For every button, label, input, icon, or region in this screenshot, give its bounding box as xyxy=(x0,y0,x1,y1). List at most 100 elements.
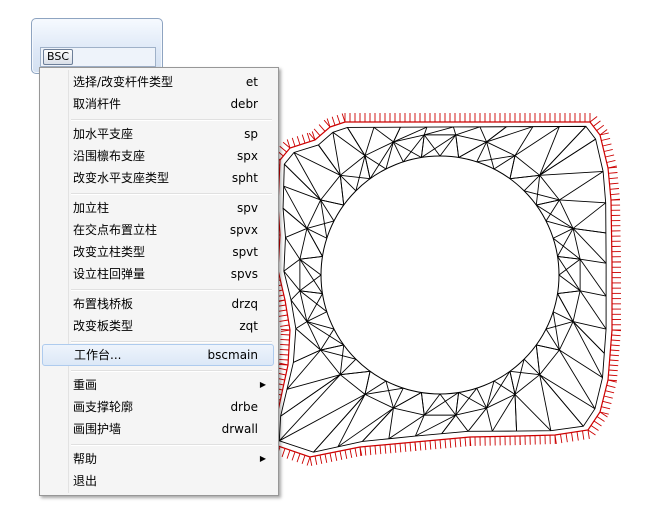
mesh-member xyxy=(545,220,574,229)
mesh-member xyxy=(545,199,560,222)
mesh-member xyxy=(572,228,607,264)
mesh-member xyxy=(476,387,487,409)
submenu-arrow-icon: ▶ xyxy=(259,454,266,463)
mesh-member xyxy=(355,155,366,191)
wall-hatch-tick xyxy=(278,367,288,371)
mesh-member xyxy=(283,258,301,272)
mesh-member xyxy=(572,321,603,378)
wall-hatch-tick xyxy=(610,349,620,352)
mesh-member xyxy=(295,328,321,351)
mesh-member xyxy=(536,204,574,229)
menu-item-shortcut: spvx xyxy=(229,223,258,237)
mesh-member xyxy=(552,311,560,351)
mesh-member xyxy=(299,228,308,260)
menu-item-help[interactable]: 帮助▶ xyxy=(42,448,274,470)
mesh-member xyxy=(557,228,574,257)
mesh-member xyxy=(580,290,607,297)
mesh-member xyxy=(572,290,581,322)
mesh-member xyxy=(278,374,341,442)
mesh-member xyxy=(320,199,335,222)
wall-hatch-tick xyxy=(282,141,291,149)
wall-hatch-tick xyxy=(608,369,618,372)
mesh-member xyxy=(539,138,596,176)
mesh-member xyxy=(306,311,328,322)
menu-item-shortcut: spvs xyxy=(230,267,258,281)
wall-hatch-tick xyxy=(590,425,599,431)
mesh-member xyxy=(423,134,441,157)
wall-hatch-tick xyxy=(279,359,289,361)
mesh-member xyxy=(552,228,574,239)
wall-hatch-tick xyxy=(459,437,462,447)
mesh-member xyxy=(509,370,540,376)
menu-item-exit[interactable]: 退出 xyxy=(42,470,274,492)
mesh-member xyxy=(306,199,322,229)
wall-hatch-tick xyxy=(602,143,612,147)
mesh-member xyxy=(364,387,404,395)
mesh-member xyxy=(539,126,587,176)
toolbar-strip: BSC xyxy=(40,47,156,67)
mesh-member xyxy=(402,134,425,163)
mesh-member xyxy=(535,344,541,375)
mesh-member xyxy=(306,228,328,239)
mesh-member xyxy=(283,185,308,229)
toolbar-palette: BSC xyxy=(31,18,163,74)
mesh-member xyxy=(393,387,404,409)
support-mesh xyxy=(278,125,607,453)
wall-hatch-tick xyxy=(599,132,609,136)
bsc-menu-tab[interactable]: BSC xyxy=(43,49,74,65)
menu-item-redraw[interactable]: 重画▶ xyxy=(42,374,274,396)
wall-hatch-tick xyxy=(601,406,611,410)
wall-hatch-tick xyxy=(596,416,605,422)
mesh-member xyxy=(364,380,387,395)
mesh-member xyxy=(279,393,366,442)
mesh-member xyxy=(299,255,323,260)
mesh-member xyxy=(479,126,487,143)
mesh-member xyxy=(535,175,541,206)
wall-hatch-tick xyxy=(277,309,287,312)
wall-hatch-tick xyxy=(609,364,619,367)
mesh-member xyxy=(441,414,457,434)
mesh-member xyxy=(509,371,516,395)
menu-item-workbench[interactable]: 工作台...bscmain xyxy=(42,344,274,366)
mesh-member xyxy=(385,141,394,170)
wall-hatch-tick xyxy=(599,411,608,418)
wall-hatch-tick xyxy=(449,438,452,448)
mesh-member xyxy=(573,227,606,234)
mesh-member xyxy=(393,127,401,143)
menu-item-label: 加水平支座 xyxy=(73,127,134,141)
mesh-member xyxy=(539,374,596,410)
mesh-member xyxy=(388,408,394,439)
mesh-member xyxy=(286,374,341,390)
mesh-member xyxy=(320,344,344,351)
mesh-member xyxy=(536,344,560,351)
menu-item-shortcut: zqt xyxy=(239,319,258,333)
mesh-member xyxy=(557,255,581,260)
mesh-member xyxy=(552,311,574,322)
mesh-member xyxy=(280,374,341,417)
submenu-arrow-icon: ▶ xyxy=(259,380,266,389)
mesh-member xyxy=(293,152,341,176)
mesh-member xyxy=(455,392,460,416)
mesh-member xyxy=(290,299,308,322)
wall-hatch-tick xyxy=(596,124,605,132)
mesh-member xyxy=(393,141,422,158)
wall-hatch-tick xyxy=(611,339,621,342)
menu-item-shortcut: bscmain xyxy=(207,348,258,362)
wall-hatch-tick xyxy=(301,455,306,464)
wall-hatch-tick xyxy=(278,314,288,317)
wall-hatch-tick xyxy=(409,442,412,452)
